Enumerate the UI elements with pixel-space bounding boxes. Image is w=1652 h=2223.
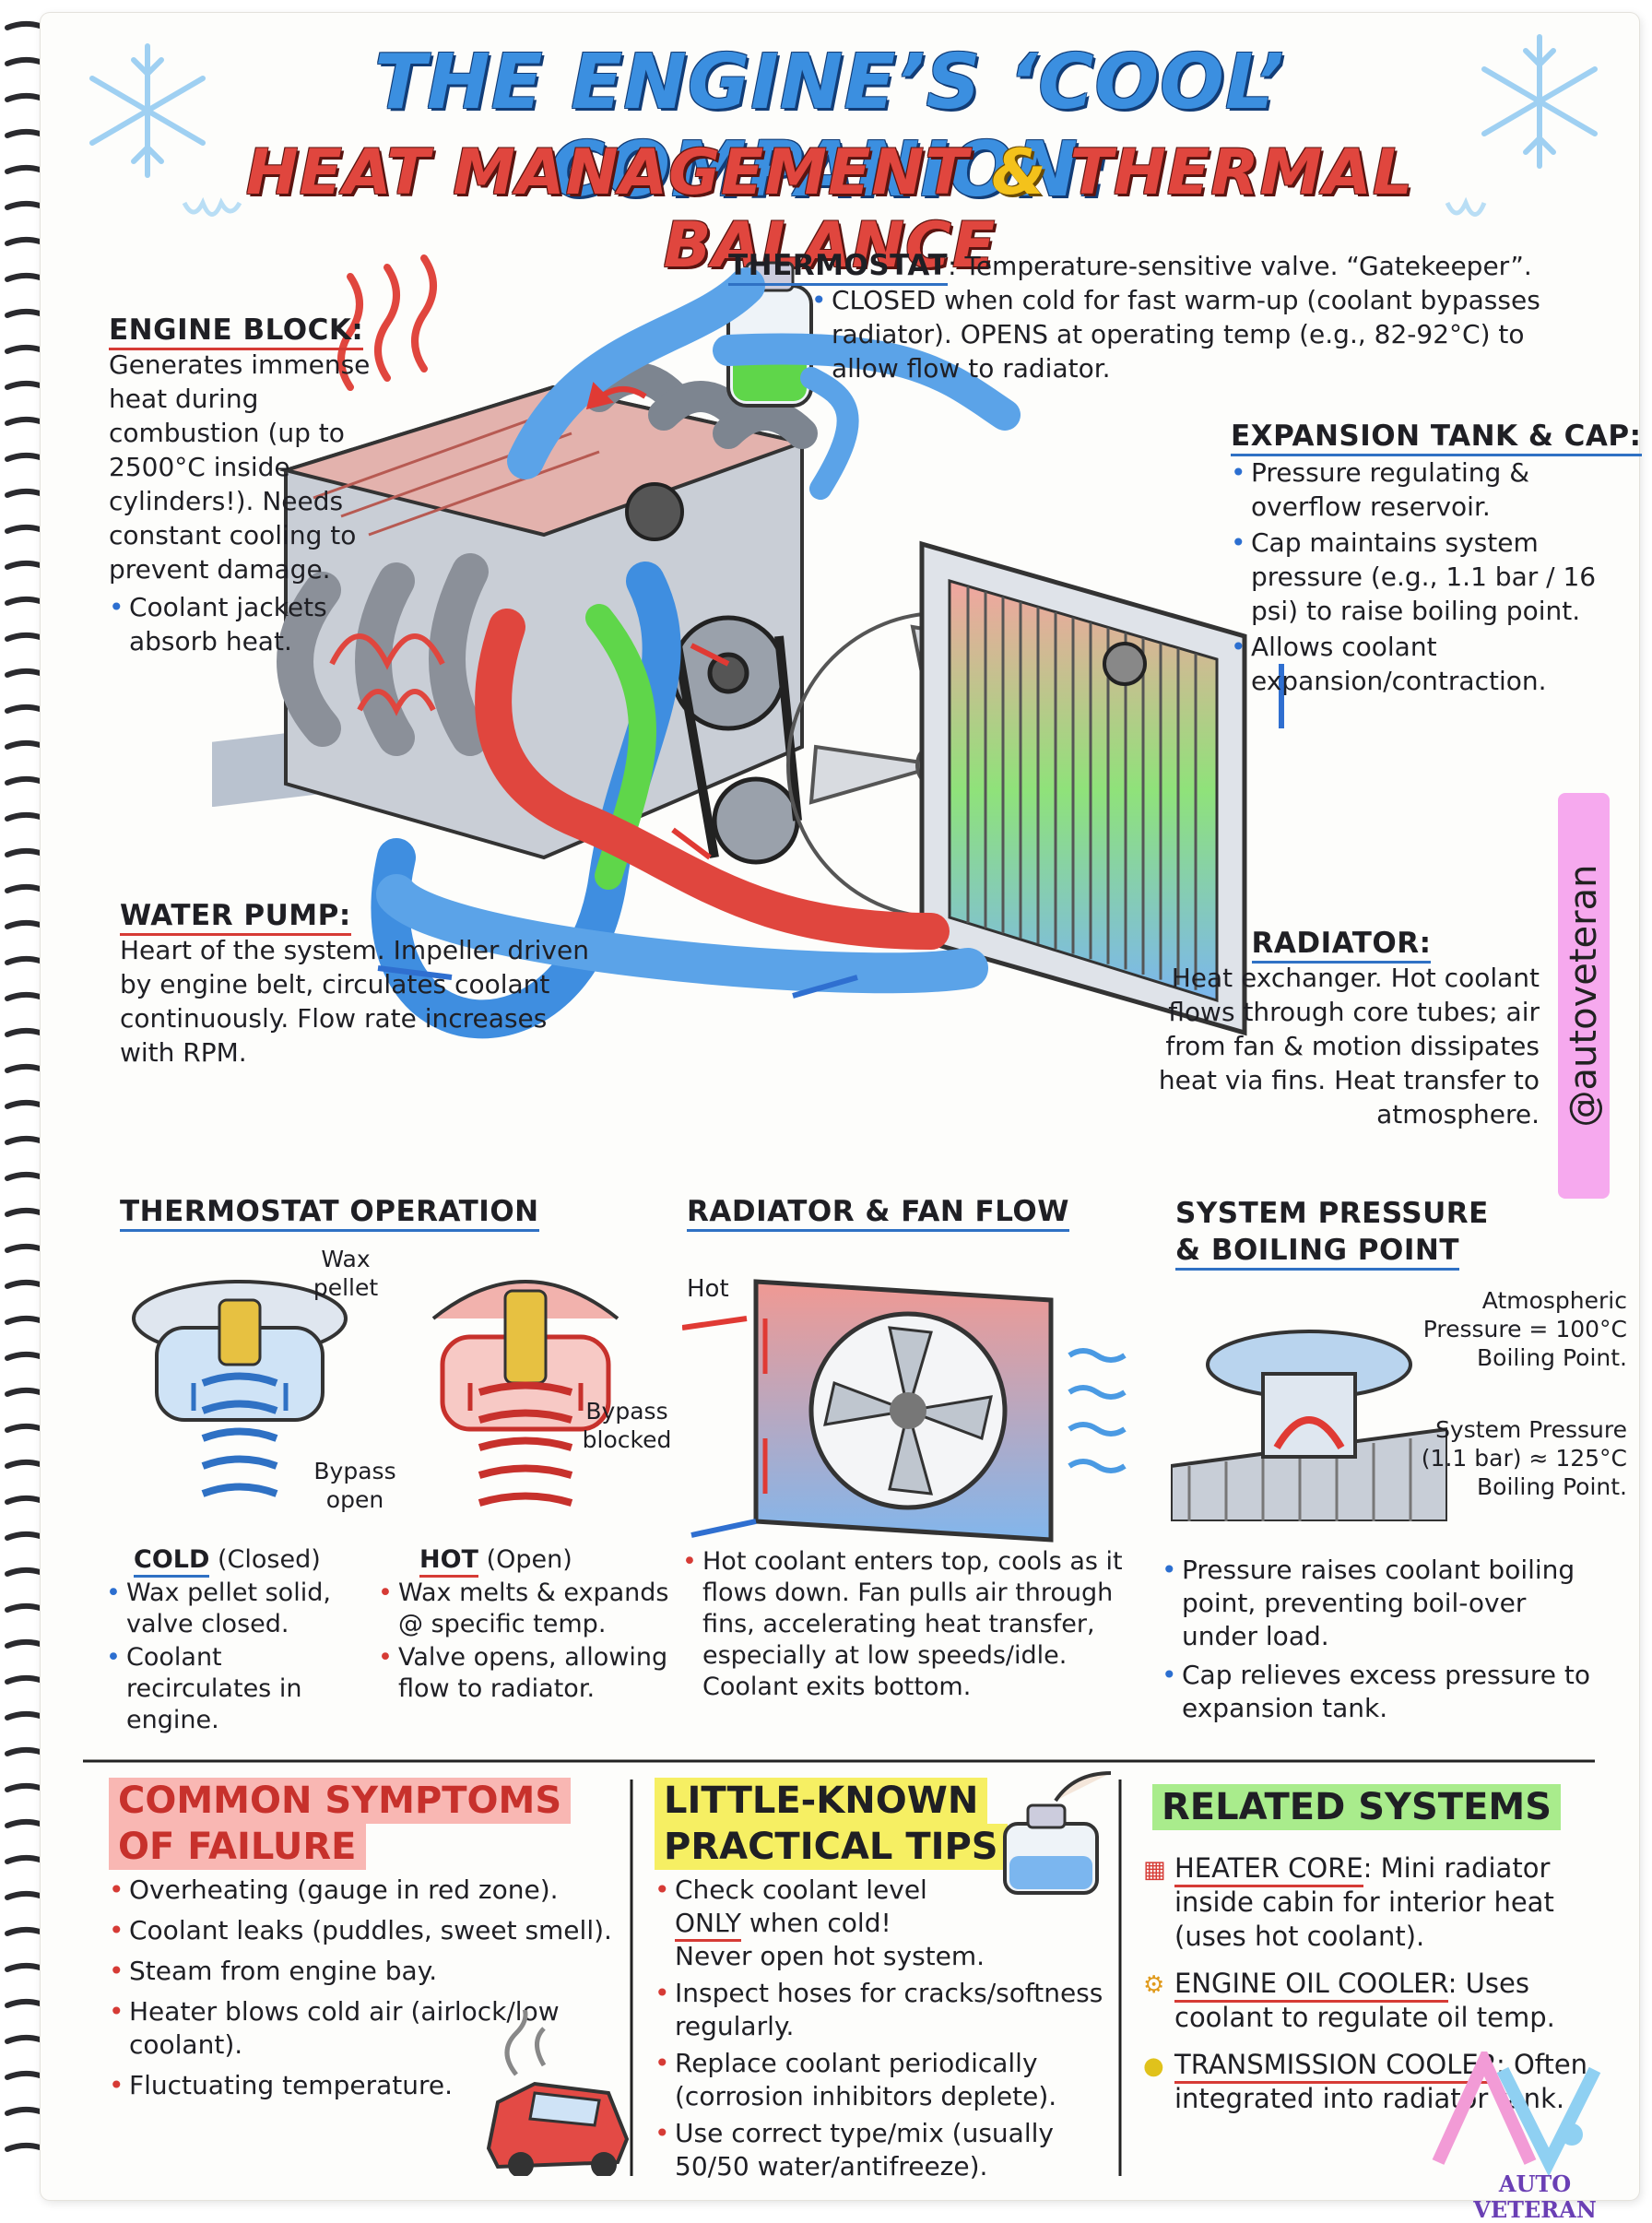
engine-block-text: Generates immense heat during combustion… bbox=[109, 349, 371, 585]
bullet-item: Replace coolant periodically (corrosion … bbox=[655, 2047, 1134, 2113]
radiator-drawing bbox=[919, 540, 1247, 1036]
expansion-tank-callout: EXPANSION TANK & CAP: Pressure regulatin… bbox=[1231, 420, 1642, 698]
oil-drop-icon: ● bbox=[1143, 2052, 1164, 2080]
related-systems-list: ▦ HEATER CORE: Mini radiator inside cabin… bbox=[1143, 1851, 1595, 2129]
flow-arrows-hot bbox=[585, 382, 730, 860]
thermostat-cold-drawing bbox=[132, 1280, 348, 1497]
bullet-item: Steam from engine bay. bbox=[109, 1955, 634, 1988]
thermostat-operation-title: THERMOSTAT OPERATION bbox=[120, 1195, 539, 1232]
related-system-item: ▦ HEATER CORE: Mini radiator inside cabin… bbox=[1143, 1851, 1595, 1954]
heater-core-icon: ▦ bbox=[1143, 1856, 1166, 1884]
heat-waves bbox=[337, 254, 437, 391]
water-pump-label: WATER PUMP: bbox=[120, 899, 351, 936]
radiator-fan-flow-text: Hot coolant enters top, cools as it flow… bbox=[682, 1546, 1136, 1703]
engine-cooling-illustration bbox=[212, 254, 1284, 1039]
related-system-text: : Mini radiator inside cabin for interio… bbox=[1174, 1852, 1554, 1952]
auto-veteran-logo bbox=[1432, 2052, 1601, 2177]
radiator-text: Heat exchanger. Hot coolant flows throug… bbox=[1158, 963, 1540, 1129]
bullet-item: Allows coolant expansion/contraction. bbox=[1231, 630, 1599, 698]
bullet-item: Wax pellet solid, valve closed. bbox=[106, 1578, 373, 1640]
thermostat-bullet: CLOSED when cold for fast warm-up (coola… bbox=[811, 283, 1551, 385]
symptoms-list: Overheating (gauge in red zone). Coolant … bbox=[109, 1874, 634, 2110]
social-handle-tag: @autoveteran bbox=[1558, 793, 1610, 1199]
bullet-item: Pressure raises coolant boiling point, p… bbox=[1162, 1554, 1595, 1653]
atmospheric-pressure-label: Atmospheric Pressure = 100°C Boiling Poi… bbox=[1422, 1287, 1627, 1371]
radiator-fan-drawing bbox=[682, 1279, 1127, 1543]
bullet-item: Coolant recirculates in engine. bbox=[106, 1642, 373, 1736]
symptoms-title: COMMON SYMPTOMS OF FAILURE bbox=[109, 1778, 572, 1870]
radiator-label: RADIATOR: bbox=[1251, 927, 1432, 964]
overheating-car-icon bbox=[486, 2010, 630, 2176]
thermostat-cold-notes: COLD (Closed) Wax pellet solid, valve cl… bbox=[106, 1544, 373, 1736]
bullet-item: Heater blows cold air (airlock/low coola… bbox=[109, 1995, 634, 2062]
radiator-fan-flow-title: RADIATOR & FAN FLOW bbox=[687, 1195, 1069, 1232]
bullet-item: Wax melts & expands @ specific temp. bbox=[378, 1578, 673, 1640]
thermostat-hot-drawing bbox=[431, 1280, 620, 1507]
engine-block-label: ENGINE BLOCK: bbox=[109, 313, 364, 350]
hose-red bbox=[475, 609, 950, 950]
thermostat-description: : Temperature-sensitive valve. “Gatekeep… bbox=[948, 251, 1532, 281]
hot-label: Hot bbox=[687, 1275, 729, 1303]
snowflake-icon-right bbox=[1481, 34, 1598, 169]
bullet-item: Cap relieves excess pressure to expansio… bbox=[1162, 1659, 1595, 1725]
hose-upper-blue bbox=[507, 267, 765, 479]
expansion-tank-label: EXPANSION TANK & CAP: bbox=[1231, 420, 1642, 456]
title-line2: HEAT MANAGEMENT & THERMAL BALANCE bbox=[245, 136, 1414, 282]
bullet-item: Fluctuating temperature. bbox=[109, 2069, 634, 2102]
title-line1: THE ENGINE’S ‘COOL’ COMPANION: bbox=[374, 39, 1285, 214]
related-system-label: TRANSMISSION COOLER bbox=[1174, 2049, 1496, 2084]
related-system-text: : Uses coolant to regulate oil temp. bbox=[1174, 1968, 1555, 2033]
thermostat-cold-hot-drawing bbox=[132, 1280, 620, 1507]
related-system-label: ENGINE OIL COOLER bbox=[1174, 1968, 1448, 2003]
thermostat-hot-notes: HOT (Open) Wax melts & expands @ specifi… bbox=[378, 1544, 673, 1705]
system-pressure-title: SYSTEM PRESSURE & BOILING POINT bbox=[1175, 1195, 1489, 1271]
water-pump-text: Heart of the system. Impeller driven by … bbox=[120, 935, 589, 1068]
bullet-item: Valve opens, allowing flow to radiator. bbox=[378, 1642, 673, 1705]
wax-pellet-label: Wax pellet bbox=[313, 1246, 379, 1301]
belt-and-pulleys bbox=[670, 615, 802, 865]
title-decoration bbox=[89, 34, 1598, 217]
system-pressure-notes: Pressure raises coolant boiling point, p… bbox=[1162, 1554, 1595, 1731]
water-pump-callout: WATER PUMP: Heart of the system. Impelle… bbox=[120, 899, 599, 1070]
bullet-item: Coolant leaks (puddles, sweet smell). bbox=[109, 1914, 634, 1947]
oil-cooler-icon: ⚙ bbox=[1143, 1971, 1165, 1999]
bullet-item: Overheating (gauge in red zone). bbox=[109, 1874, 634, 1907]
pressure-cap-drawing bbox=[1171, 1330, 1447, 1521]
bullet-item: Cap maintains system pressure (e.g., 1.1… bbox=[1231, 526, 1599, 628]
engine-block-bullet: Coolant jackets absorb heat. bbox=[109, 590, 376, 658]
thermostat-label: THERMOSTAT bbox=[728, 249, 949, 286]
related-system-label: HEATER CORE bbox=[1174, 1852, 1363, 1887]
bullet-item: Use correct type/mix (usually 50/50 wate… bbox=[655, 2117, 1134, 2183]
related-systems-title: RELATED SYSTEMS bbox=[1152, 1784, 1562, 1830]
snowflake-icon-left bbox=[89, 43, 206, 178]
bullet-item: Inspect hoses for cracks/softness regula… bbox=[655, 1977, 1134, 2043]
logo-text: AUTO VETERAN bbox=[1473, 2170, 1597, 2223]
thermostat-callout: THERMOSTAT: Temperature-sensitive valve.… bbox=[728, 249, 1595, 385]
bullet-item: Pressure regulating & overflow reservoir… bbox=[1231, 455, 1599, 524]
tips-title: LITTLE-KNOWN PRACTICAL TIPS bbox=[655, 1778, 1008, 1870]
bypass-blocked-label: Bypass blocked bbox=[582, 1398, 672, 1453]
related-system-item: ⚙ ENGINE OIL COOLER: Uses coolant to regu… bbox=[1143, 1967, 1595, 2035]
engine-block-callout: ENGINE BLOCK: Generates immense heat dur… bbox=[109, 313, 376, 658]
bypass-open-label: Bypass open bbox=[313, 1458, 396, 1513]
system-pressure-label: System Pressure (1.1 bar) ≈ 125°C Boilin… bbox=[1421, 1416, 1627, 1500]
radiator-callout: RADIATOR: Heat exchanger. Hot coolant fl… bbox=[1106, 927, 1540, 1131]
